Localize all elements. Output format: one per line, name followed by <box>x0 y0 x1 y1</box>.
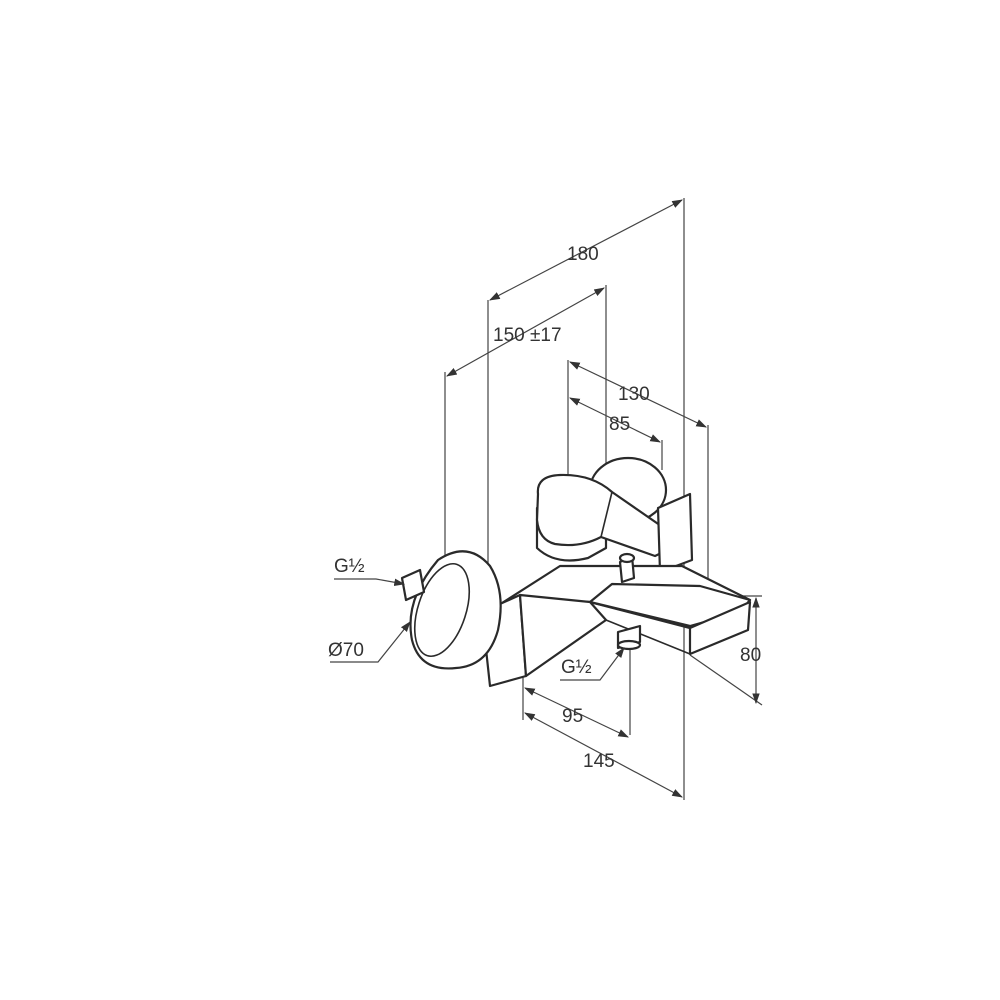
dim-label-95: 95 <box>562 706 583 727</box>
dim-line-180 <box>489 199 683 301</box>
dimension-labels: 180 150 ±17 130 85 80 95 145 G½ Ø70 G½ <box>328 244 761 772</box>
dim-label-85: 85 <box>609 414 630 435</box>
dim-label-180: 180 <box>567 244 599 265</box>
front-escutcheon <box>409 550 502 670</box>
spout-top <box>588 582 752 628</box>
dim-line-150 <box>446 287 605 377</box>
callout-leaders <box>330 578 625 681</box>
rear-block <box>656 492 694 574</box>
callout-inlet-thread: G½ <box>334 556 365 577</box>
dim-label-150: 150 ±17 <box>493 325 562 346</box>
faucet-outline <box>400 456 752 688</box>
dim-line-130 <box>569 361 707 428</box>
dim-label-130: 130 <box>618 384 650 405</box>
callout-outlet-thread: G½ <box>561 657 592 678</box>
dim-line-145 <box>524 712 683 798</box>
dim-label-145: 145 <box>583 751 615 772</box>
callout-escutcheon-diameter: Ø70 <box>328 640 364 661</box>
dim-line-85 <box>569 397 661 443</box>
dim-label-80: 80 <box>740 645 761 666</box>
dimension-lines <box>446 199 760 798</box>
inlet-stub <box>400 568 426 602</box>
